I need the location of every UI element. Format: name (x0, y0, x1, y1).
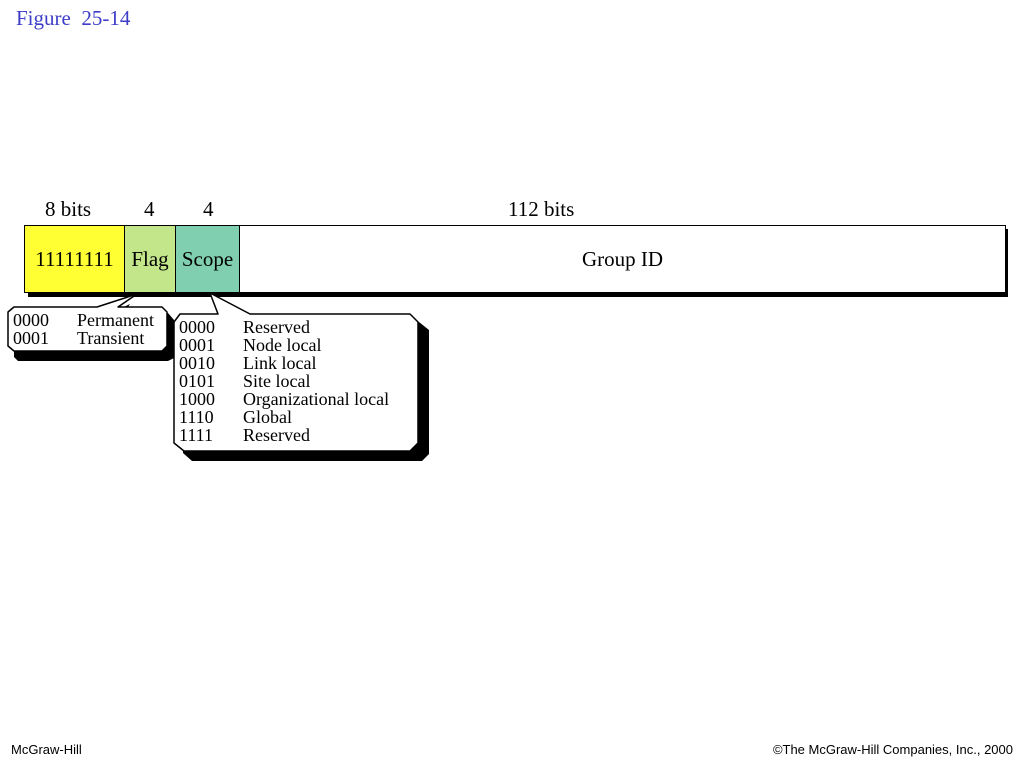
scope-table-code: 0000 (179, 317, 215, 337)
scope-table-code: 1110 (179, 407, 214, 427)
flag-table-meaning: Permanent (77, 310, 154, 330)
flag-table-row: 0001 Transient (13, 329, 154, 347)
flag-callout (7, 293, 174, 361)
scope-table-meaning: Link local (243, 353, 317, 373)
scope-table-code: 0101 (179, 371, 215, 391)
scope-table-code: 1111 (179, 425, 213, 445)
flag-table-row: 0000 Permanent (13, 311, 154, 329)
flag-table-code: 0000 (13, 310, 49, 330)
group-id-field-label: Group ID (581, 246, 664, 271)
scope-table-meaning: Reserved (243, 317, 310, 337)
scope-table-code: 0010 (179, 353, 215, 373)
flag-table-meaning: Transient (77, 328, 145, 348)
scope-callout (173, 292, 429, 461)
prefix-field-label: 11111111 (35, 246, 114, 271)
flag-bits-label: 4 (144, 197, 155, 221)
flag-field-label: Flag (131, 246, 169, 271)
scope-table-meaning: Node local (243, 335, 322, 355)
footer-publisher: McGraw-Hill (11, 742, 82, 757)
prefix-bits-label: 8 bits (45, 197, 92, 221)
scope-field: Scope (175, 225, 240, 293)
flag-values-table: 0000 Permanent 0001 Transient (13, 311, 154, 347)
scope-table-meaning: Global (243, 407, 292, 427)
scope-table-meaning: Organizational local (243, 389, 390, 409)
scope-table-row: 0001 Node local (179, 336, 389, 354)
scope-table-row: 0000 Reserved (179, 318, 389, 336)
group-id-field: Group ID (239, 225, 1006, 293)
flag-field: Flag (124, 225, 176, 293)
footer-copyright: ©The McGraw-Hill Companies, Inc., 2000 (772, 742, 1013, 757)
scope-table-row: 0010 Link local (179, 354, 389, 372)
scope-table-meaning: Site local (243, 371, 311, 391)
scope-table-row: 1110 Global (179, 408, 389, 426)
scope-table-code: 1000 (179, 389, 215, 409)
scope-field-label: Scope (181, 246, 234, 271)
scope-table-row: 0101 Site local (179, 372, 389, 390)
scope-table-code: 0001 (179, 335, 215, 355)
scope-table-row: 1000 Organizational local (179, 390, 389, 408)
prefix-field: 11111111 (24, 225, 125, 293)
scope-table-row: 1111 Reserved (179, 426, 389, 444)
flag-table-code: 0001 (13, 328, 49, 348)
scope-bits-label: 4 (203, 197, 214, 221)
group-bits-label: 112 bits (508, 197, 575, 221)
figure-title: Figure 25-14 (16, 6, 131, 30)
scope-table-meaning: Reserved (243, 425, 310, 445)
